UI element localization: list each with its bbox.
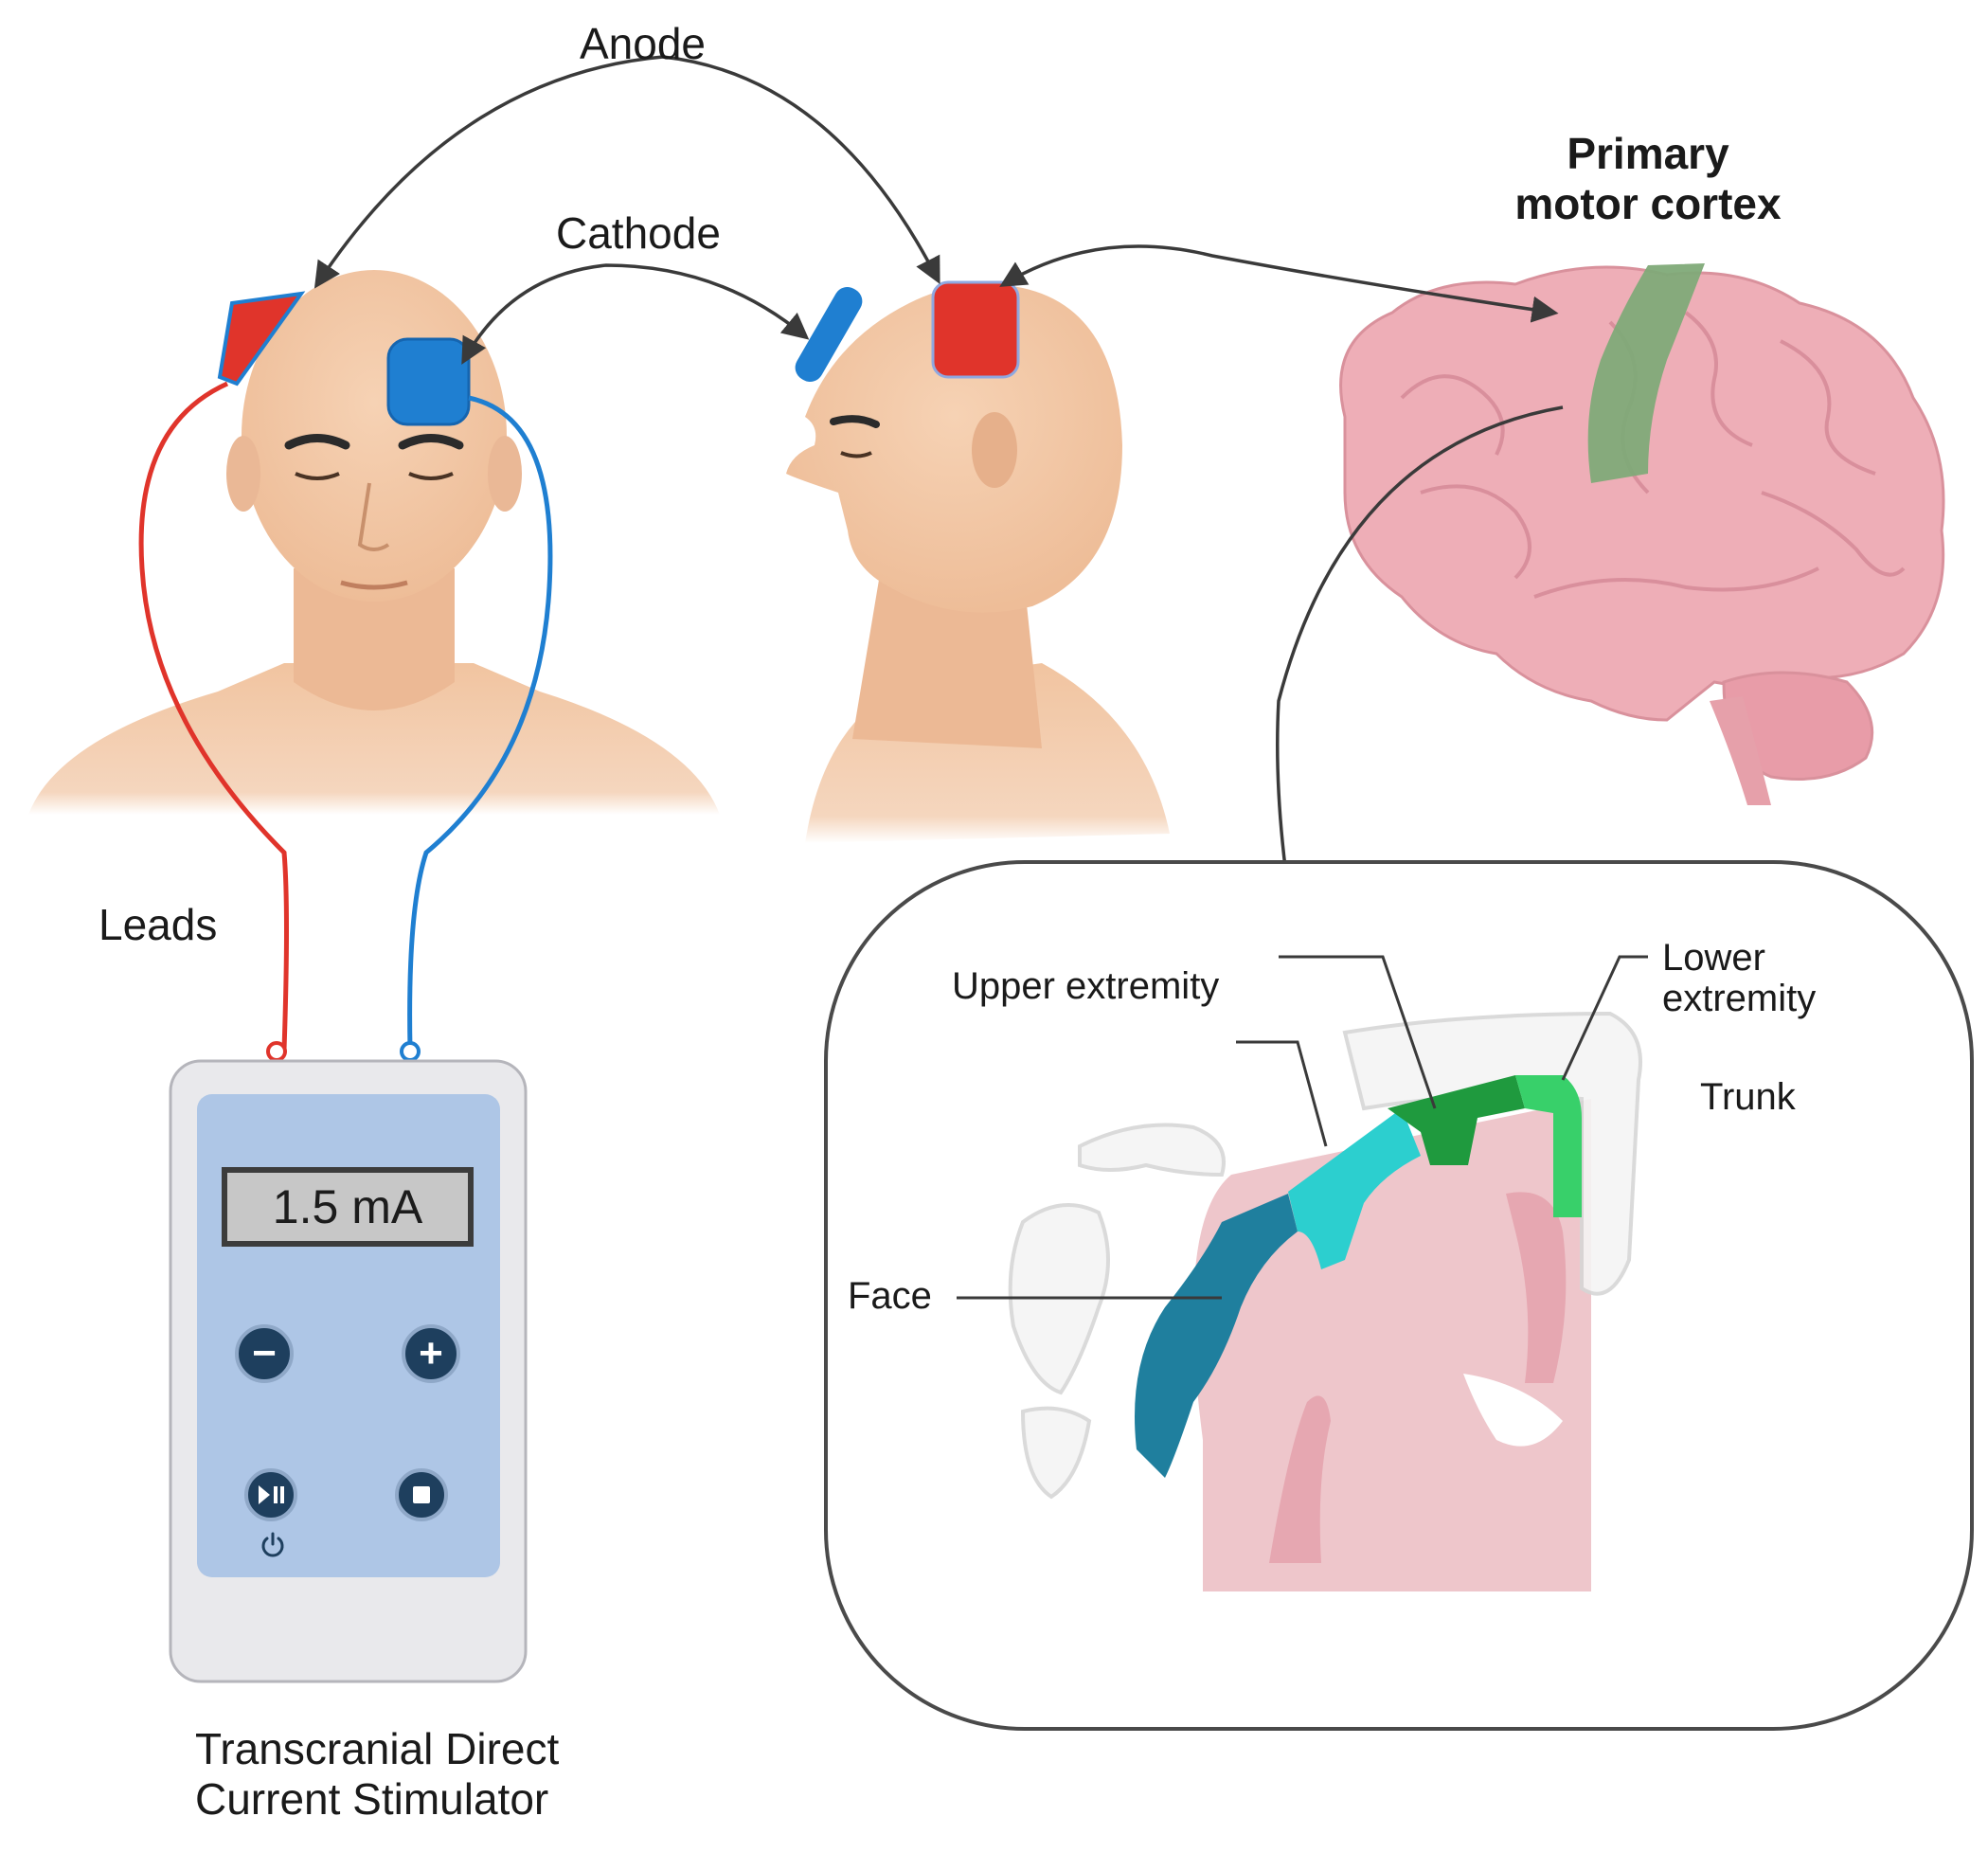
lower-extremity-line1: Lower (1662, 937, 1765, 979)
brain-illustration (1339, 263, 1945, 805)
front-right-eye (408, 472, 454, 480)
side-cathode-electrode (795, 286, 863, 383)
device-label-line1: Transcranial Direct (195, 1724, 560, 1773)
front-mouth (340, 580, 408, 590)
front-shoulders (28, 663, 720, 815)
anode-label: Anode (580, 19, 707, 68)
tdcs-device (169, 1059, 528, 1683)
front-anode-electrode (217, 291, 306, 387)
lower-fold (1269, 1395, 1331, 1563)
red-lead-wire (138, 381, 289, 1051)
side-ear (972, 412, 1017, 488)
minus-icon: − (252, 1330, 277, 1376)
plus-icon: + (419, 1330, 443, 1376)
front-right-eyebrow (398, 434, 464, 450)
front-right-ear (488, 436, 522, 512)
device-display: 1.5 mA (222, 1167, 474, 1247)
front-head-figure (28, 270, 720, 1062)
primary-motor-cortex-line1: Primary (1567, 129, 1729, 178)
blue-lead-connector (400, 1041, 421, 1062)
plus-button[interactable]: + (402, 1324, 460, 1383)
leads-label: Leads (99, 900, 218, 949)
cortex-fold (1506, 1192, 1567, 1383)
side-neck (852, 568, 1042, 748)
motor-cortex-arrow (999, 244, 1559, 323)
trunk-leader (1279, 955, 1437, 1109)
lower-extremity-region (1515, 1075, 1582, 1217)
front-left-ear (226, 436, 260, 512)
cathode-arrow (461, 263, 810, 365)
upper-extremity-label: Upper extremity (952, 965, 1220, 1007)
device-label: Transcranial Direct Current Stimulator (195, 1724, 559, 1825)
upper-extremity-region (1288, 1108, 1421, 1269)
front-neck (294, 568, 455, 710)
front-cathode-electrode (386, 337, 471, 426)
primary-motor-cortex-line2: motor cortex (1514, 178, 1782, 228)
leader-lines (957, 955, 1648, 1300)
minus-button[interactable]: − (235, 1324, 294, 1383)
side-eye (840, 451, 872, 459)
ventricle (1463, 1374, 1563, 1447)
anode-arrow (313, 55, 940, 289)
power-icon (261, 1532, 284, 1557)
side-face (786, 284, 1122, 613)
front-left-eye (295, 472, 340, 480)
front-left-eyebrow (284, 434, 350, 450)
cathode-label: Cathode (556, 208, 721, 258)
blue-lead-wire (407, 395, 553, 1051)
side-head-figure (786, 280, 1170, 843)
play-pause-icon (259, 1485, 284, 1504)
side-anode-electrode (931, 280, 1020, 379)
face-label: Face (848, 1275, 932, 1317)
lower-extremity-label: Lower extremity (1662, 937, 1817, 1020)
front-nose (357, 482, 390, 551)
stop-icon (413, 1486, 430, 1503)
upper-extremity-leader (1236, 1040, 1328, 1147)
device-label-line2: Current Stimulator (195, 1773, 549, 1824)
primary-motor-cortex-label: Primary motor cortex (1478, 129, 1818, 229)
primary-motor-cortex-strip (1587, 263, 1705, 483)
lower-extremity-leader (1561, 955, 1648, 1081)
trunk-label: Trunk (1700, 1076, 1796, 1118)
face-region (1135, 1194, 1298, 1478)
side-eyebrow (830, 415, 880, 428)
trunk-region (1388, 1075, 1525, 1165)
homunculus-panel (824, 860, 1974, 1731)
stop-button[interactable] (395, 1468, 448, 1521)
red-lead-connector (266, 1041, 287, 1062)
play-pause-button[interactable] (244, 1468, 297, 1521)
brain-stem (1710, 696, 1771, 805)
lower-extremity-line2: extremity (1662, 978, 1817, 1020)
